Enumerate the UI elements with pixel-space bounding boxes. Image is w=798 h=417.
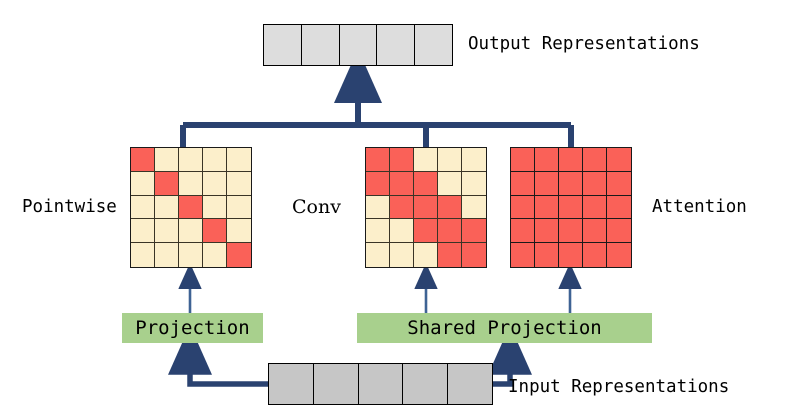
matrix-attention-cell-0-2 — [559, 148, 583, 172]
matrix-conv-cell-3-4 — [462, 219, 486, 244]
matrix-conv-cell-3-2 — [414, 219, 438, 244]
matrix-conv-cell-0-3 — [438, 148, 462, 172]
matrix-attention-cell-0-4 — [607, 148, 631, 172]
matrix-attention-cell-3-0 — [511, 219, 535, 244]
matrix-pointwise-cell-1-2 — [179, 171, 203, 196]
output-token-0 — [264, 25, 302, 65]
matrix-pointwise-cell-4-1 — [155, 243, 179, 267]
matrix-pointwise-cell-0-4 — [227, 148, 251, 172]
matrix-pointwise-cell-2-1 — [155, 195, 179, 220]
matrix-conv-cell-4-3 — [438, 243, 462, 267]
matrix-attention-cell-1-3 — [583, 171, 607, 196]
matrix-pointwise-cell-2-4 — [227, 195, 251, 220]
matrix-conv-cell-1-0 — [366, 171, 390, 196]
matrix-pointwise-cell-4-2 — [179, 243, 203, 267]
matrix-attention-cell-1-2 — [559, 171, 583, 196]
matrix-pointwise-cell-1-4 — [227, 171, 251, 196]
matrix-conv-cell-4-4 — [462, 243, 486, 267]
input-token-4 — [448, 364, 492, 404]
output-token-3 — [377, 25, 416, 65]
output-token-1 — [301, 25, 340, 65]
matrix-conv-label: Conv — [292, 196, 341, 218]
matrix-pointwise-cell-3-1 — [155, 219, 179, 244]
input-representations-label: Input Representations — [508, 377, 730, 397]
matrix-pointwise-cell-4-0 — [131, 243, 155, 267]
matrix-attention-cell-3-3 — [583, 219, 607, 244]
matrix-attention-cell-2-2 — [559, 195, 583, 220]
matrix-conv-cell-2-1 — [390, 195, 414, 220]
matrix-pointwise-cell-0-0 — [131, 148, 155, 172]
matrix-conv-cell-2-3 — [438, 195, 462, 220]
matrix-attention-cell-2-3 — [583, 195, 607, 220]
matrix-conv-cell-4-1 — [390, 243, 414, 267]
matrix-conv-cell-0-0 — [366, 148, 390, 172]
matrix-conv-cell-3-0 — [366, 219, 390, 244]
matrix-pointwise-cell-4-3 — [203, 243, 227, 267]
matrix-attention-cell-2-0 — [511, 195, 535, 220]
matrix-pointwise-cell-3-2 — [179, 219, 203, 244]
input-token-2 — [358, 364, 404, 404]
matrix-attention-cell-1-0 — [511, 171, 535, 196]
matrix-conv-cell-0-2 — [414, 148, 438, 172]
matrix-attention-cell-4-1 — [535, 243, 559, 267]
matrix-attention-cell-3-2 — [559, 219, 583, 244]
matrix-conv-cell-4-0 — [366, 243, 390, 267]
output-token-4 — [415, 25, 452, 65]
matrix-conv-cell-2-0 — [366, 195, 390, 220]
matrix-conv-cell-0-4 — [462, 148, 486, 172]
input-token-1 — [313, 364, 359, 404]
matrix-attention-cell-1-1 — [535, 171, 559, 196]
matrix-pointwise-cell-3-0 — [131, 219, 155, 244]
matrix-conv-cell-3-3 — [438, 219, 462, 244]
matrix-attention-cell-0-0 — [511, 148, 535, 172]
matrix-attention-cell-4-3 — [583, 243, 607, 267]
matrix-pointwise-cell-1-3 — [203, 171, 227, 196]
matrix-attention-cell-3-4 — [607, 219, 631, 244]
output-representations-strip — [263, 24, 453, 66]
matrix-attention-label: Attention — [652, 197, 747, 217]
matrix-pointwise-label: Pointwise — [22, 197, 117, 217]
matrix-conv — [365, 147, 487, 268]
matrix-attention-cell-3-1 — [535, 219, 559, 244]
matrix-conv-cell-2-4 — [462, 195, 486, 220]
matrix-attention-cell-0-1 — [535, 148, 559, 172]
matrix-attention-cell-0-3 — [583, 148, 607, 172]
input-token-3 — [403, 364, 449, 404]
matrix-attention-cell-1-4 — [607, 171, 631, 196]
matrix-conv-cell-4-2 — [414, 243, 438, 267]
matrix-conv-cell-3-1 — [390, 219, 414, 244]
matrix-pointwise-cell-3-3 — [203, 219, 227, 244]
matrix-conv-cell-1-1 — [390, 171, 414, 196]
merge-bus — [180, 122, 574, 147]
output-representations-label: Output Representations — [468, 34, 700, 54]
matrix-pointwise-cell-2-3 — [203, 195, 227, 220]
input-token-0 — [269, 364, 314, 404]
matrix-pointwise-cell-0-3 — [203, 148, 227, 172]
matrix-pointwise-cell-4-4 — [227, 243, 251, 267]
matrix-attention-cell-4-4 — [607, 243, 631, 267]
input-representations-strip — [268, 363, 493, 405]
projection-box: Projection — [122, 313, 263, 343]
shared-projection-box: Shared Projection — [357, 313, 652, 343]
matrix-pointwise-cell-0-2 — [179, 148, 203, 172]
matrix-attention-cell-2-4 — [607, 195, 631, 220]
matrix-attention-cell-2-1 — [535, 195, 559, 220]
matrix-attention-cell-4-0 — [511, 243, 535, 267]
matrix-conv-cell-1-3 — [438, 171, 462, 196]
matrix-conv-cell-1-2 — [414, 171, 438, 196]
arrow-input-to-projection — [168, 325, 268, 387]
matrix-pointwise-cell-0-1 — [155, 148, 179, 172]
matrix-pointwise-cell-1-0 — [131, 171, 155, 196]
matrix-pointwise-cell-1-1 — [155, 171, 179, 196]
matrix-pointwise-cell-2-2 — [179, 195, 203, 220]
matrix-pointwise-cell-2-0 — [131, 195, 155, 220]
matrix-conv-cell-2-2 — [414, 195, 438, 220]
matrix-conv-cell-0-1 — [390, 148, 414, 172]
matrix-pointwise — [130, 147, 252, 268]
matrix-conv-cell-1-4 — [462, 171, 486, 196]
matrix-attention — [510, 147, 632, 268]
matrix-pointwise-cell-3-4 — [227, 219, 251, 244]
output-token-2 — [339, 25, 378, 65]
matrix-attention-cell-4-2 — [559, 243, 583, 267]
